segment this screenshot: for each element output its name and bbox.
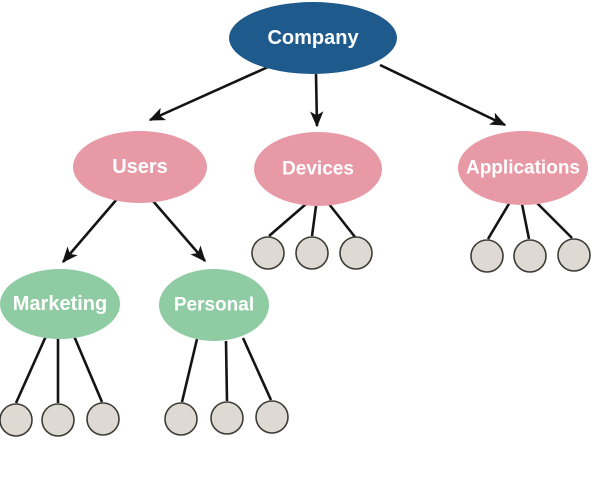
node-personal-shape xyxy=(159,269,269,341)
node-applications-label: Applications xyxy=(466,158,580,179)
node-devices-label: Devices xyxy=(282,159,354,180)
node-devices: Devices xyxy=(254,132,382,206)
leaf-node-circle xyxy=(41,403,75,437)
edge-users-marketing xyxy=(62,198,118,264)
edge-applications-leaf-2 xyxy=(520,203,531,240)
node-users-label: Users xyxy=(112,156,168,178)
leaf-node-circle xyxy=(210,401,244,435)
edge-devices-leaf-3 xyxy=(327,203,357,238)
node-applications-shape xyxy=(458,131,588,205)
edge-devices-leaf-2 xyxy=(310,205,318,237)
node-personal: Personal xyxy=(159,269,269,341)
edge-applications-leaf-1 xyxy=(486,201,512,240)
edge-personal-leaf-2 xyxy=(224,340,229,402)
leaf-nodes xyxy=(0,236,591,437)
edge-applications-leaf-3 xyxy=(535,201,573,239)
node-marketing-label: Marketing xyxy=(13,293,107,315)
node-company-label: Company xyxy=(267,27,359,49)
leaf-node-circle xyxy=(295,236,329,270)
edge-marketing-leaf-3 xyxy=(72,335,104,403)
leaf-node-circle xyxy=(255,400,289,434)
node-users-shape xyxy=(73,131,207,203)
edge-company-applications xyxy=(379,63,507,127)
leaf-node-circle xyxy=(0,403,33,437)
node-devices-shape xyxy=(254,132,382,206)
leaf-node-circle xyxy=(339,236,373,270)
leaf-node-circle xyxy=(164,402,198,436)
edge-devices-leaf-1 xyxy=(268,203,307,237)
leaf-node-circle xyxy=(86,402,120,436)
node-company-shape xyxy=(229,2,397,74)
leaf-node-circle xyxy=(513,239,547,273)
node-personal-label: Personal xyxy=(174,295,254,316)
leaf-node-circle xyxy=(557,238,591,272)
edge-marketing-leaf-1 xyxy=(14,335,48,404)
node-users: Users xyxy=(73,131,207,203)
node-marketing-shape xyxy=(0,269,120,339)
leaf-node-circle xyxy=(251,236,285,270)
edge-personal-leaf-1 xyxy=(180,338,199,403)
edges xyxy=(14,63,573,404)
edge-personal-leaf-3 xyxy=(241,337,273,401)
node-marketing: Marketing xyxy=(0,269,120,339)
edge-company-users xyxy=(148,65,269,122)
node-applications: Applications xyxy=(458,131,588,205)
edge-users-personal xyxy=(152,200,206,263)
node-company: Company xyxy=(229,2,397,74)
edge-company-devices xyxy=(310,73,324,128)
leaf-node-circle xyxy=(470,239,504,273)
